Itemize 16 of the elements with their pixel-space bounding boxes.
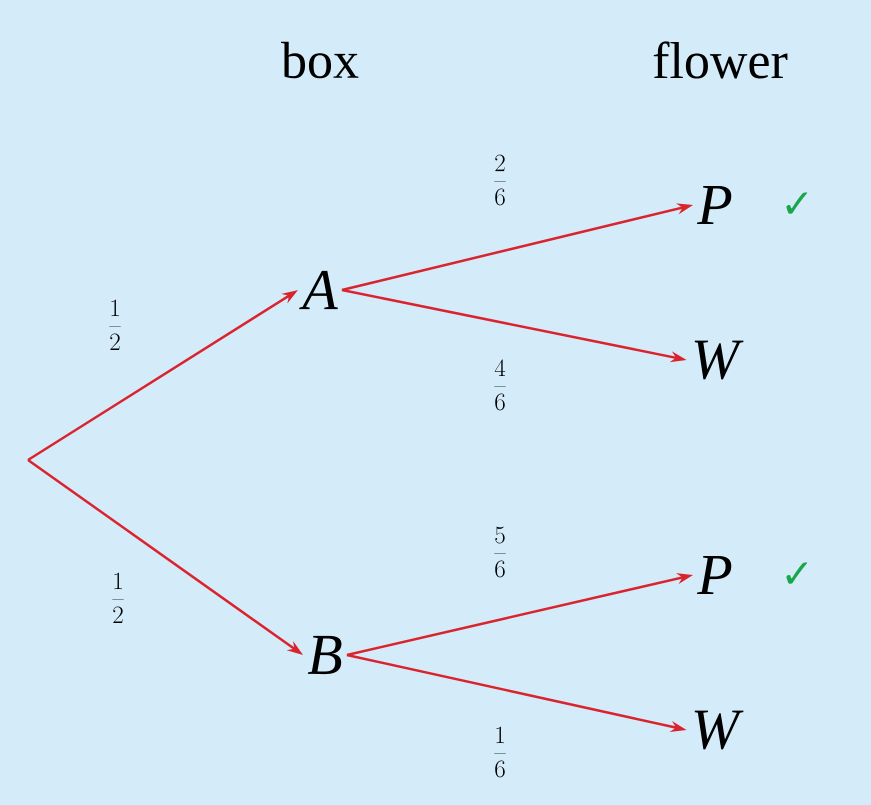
variable-label: P [696,186,732,224]
variable-label: W [694,710,744,750]
edge-label: $\frac{4}{6}$ [494,359,506,410]
variable-label: W [694,340,744,380]
check-mark: ✓ [786,562,808,584]
variable-label: B [308,636,342,674]
variable-label: P [696,556,732,594]
edge-label: $\frac{1}{2}$ [109,300,121,350]
edge-label: $\frac{1}{2}$ [112,572,124,623]
column-heading: box [281,42,358,78]
column-heading: flower [654,41,788,79]
edge-label: $\frac{5}{6}$ [494,526,506,578]
edge-label: $\frac{1}{6}$ [494,726,506,778]
check-mark: ✓ [786,192,808,214]
variable-label: A [299,270,338,310]
edge-label: $\frac{2}{6}$ [494,154,506,206]
